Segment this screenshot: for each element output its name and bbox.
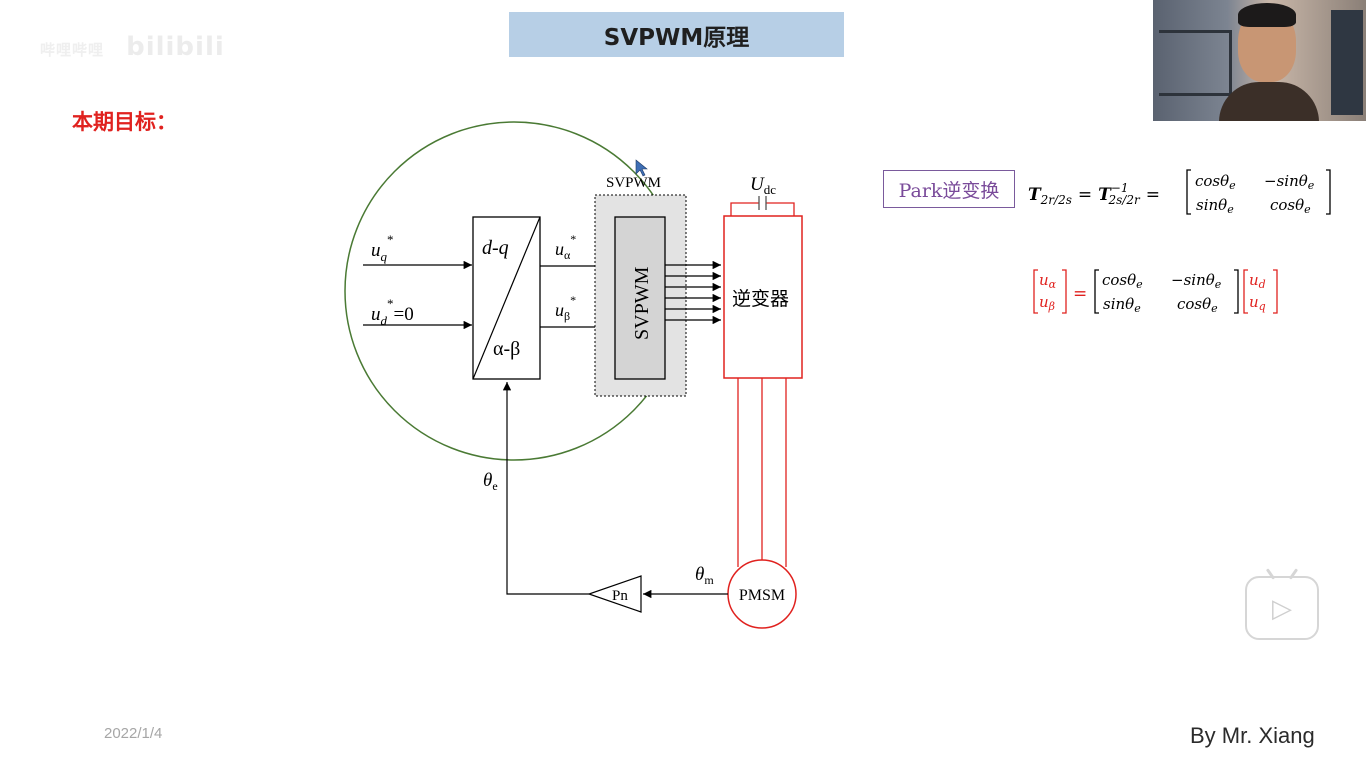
park-inverse-label: Park逆变换 (899, 176, 1000, 203)
svpwm-group-label: SVPWM (606, 175, 661, 191)
theta-e-feedback-line (507, 382, 589, 594)
matrix1-r2c1: sinθe (1196, 196, 1234, 216)
vec-left-bracket-r (1062, 270, 1066, 313)
eq2-equals: = (1073, 284, 1087, 304)
vec-right-uq: uq (1249, 293, 1266, 313)
matrix1-r1c2: −sinθe (1264, 172, 1315, 192)
input-ud-label: ud*=0 (371, 296, 414, 328)
park-block-dq: d-q (482, 237, 509, 259)
udc-capacitor (731, 196, 794, 216)
vec-left-bracket-l (1034, 270, 1038, 313)
matrix2-r1c2: −sinθe (1171, 271, 1222, 291)
play-icon: ▷ (1272, 593, 1292, 624)
cursor-icon (636, 160, 647, 176)
inverter-label: 逆变器 (732, 288, 789, 310)
three-phase-lines (738, 378, 786, 567)
matrix2-r1c1: cosθe (1102, 271, 1143, 291)
pmsm-label: PMSM (739, 587, 785, 604)
slide-date: 2022/1/4 (104, 725, 162, 742)
play-button[interactable]: ▷ (1245, 576, 1319, 640)
udc-label: Udc (750, 174, 776, 197)
matrix2-r2c2: cosθe (1177, 295, 1218, 315)
matrix1-left-bracket (1187, 170, 1191, 214)
matrix2-left-bracket (1095, 270, 1099, 313)
matrix2-right-bracket (1234, 270, 1238, 313)
park-block-alphabeta: α-β (493, 338, 520, 360)
matrix1-r1c1: cosθe (1195, 172, 1236, 192)
theta-m-label: θm (695, 564, 714, 587)
vec-right-bracket-l (1244, 270, 1248, 313)
park-inverse-label-box: Park逆变换 (883, 170, 1015, 208)
input-uq-label: uq* (371, 232, 394, 264)
matrix1-right-bracket (1326, 170, 1330, 214)
vec-left-ualpha: uα (1039, 271, 1057, 291)
transform-identity: T2r/2s=T−12s/2r= (1028, 181, 1160, 207)
svpwm-block-label: SVPWM (631, 266, 653, 340)
vec-right-ud: ud (1249, 271, 1266, 291)
pn-label: Pn (612, 588, 628, 604)
theta-e-label: θe (483, 470, 498, 493)
vec-right-bracket-r (1273, 270, 1277, 313)
ualpha-label: uα* (555, 232, 576, 262)
vec-left-ubeta: uβ (1039, 293, 1055, 313)
matrix1-r2c2: cosθe (1270, 196, 1311, 216)
ubeta-label: uβ* (555, 293, 576, 323)
matrix2-r2c1: sinθe (1103, 295, 1141, 315)
slide-author: By Mr. Xiang (1190, 723, 1315, 749)
